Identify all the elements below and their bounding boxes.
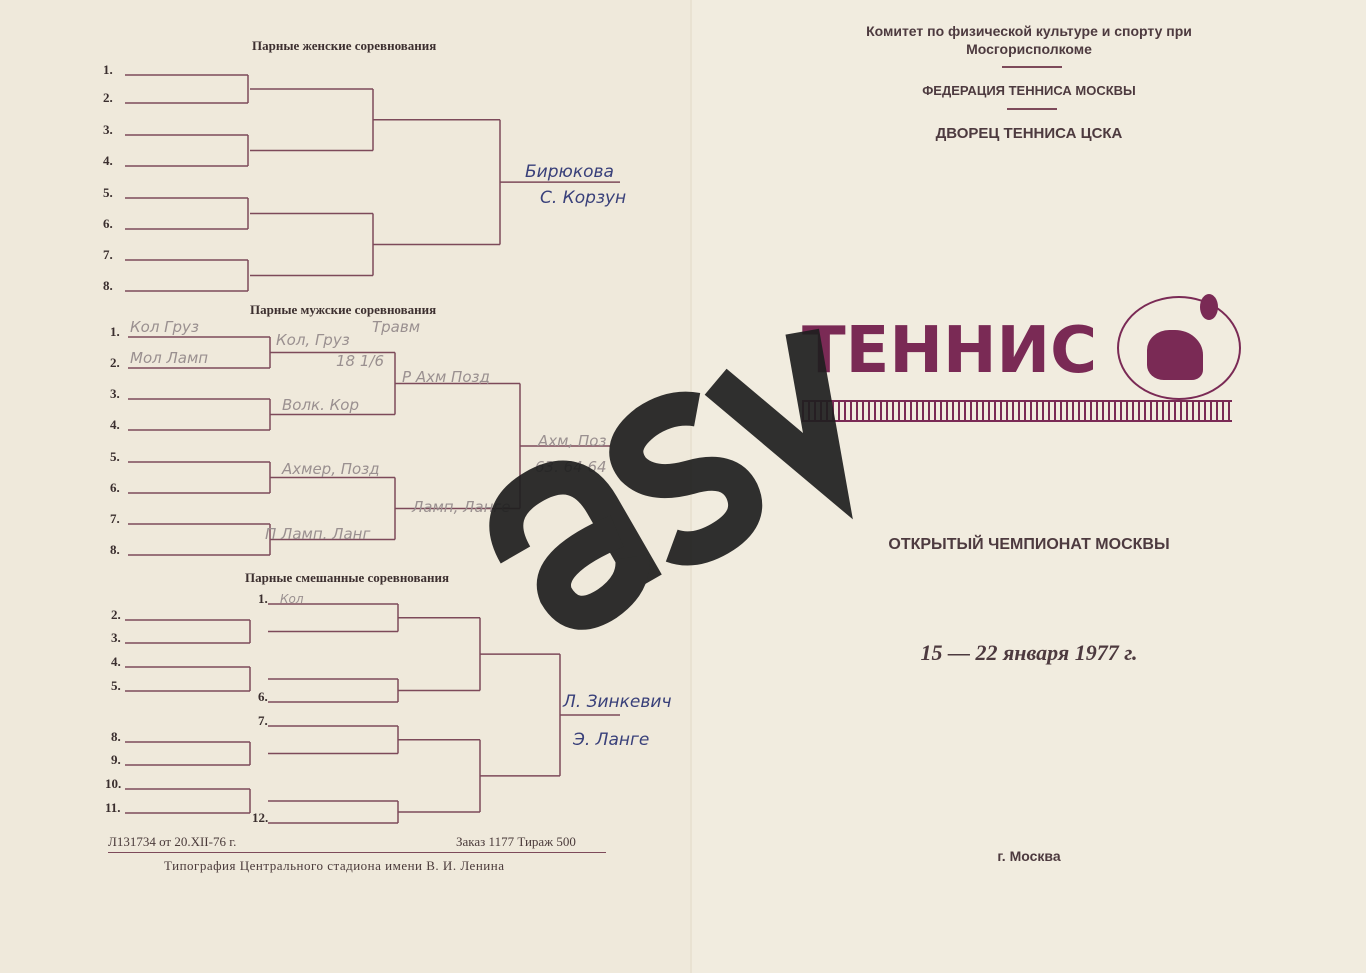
city: г. Москва — [997, 848, 1061, 864]
license-number: Л131734 от 20.XII-76 г. — [108, 834, 237, 849]
handwritten-note: Э. Ланге — [573, 730, 650, 750]
divider — [108, 852, 606, 853]
net-graphic — [802, 400, 1232, 422]
slot-number: 10. — [105, 776, 122, 791]
slot-number: 6. — [258, 689, 268, 704]
slot-number: 1. — [258, 591, 268, 606]
slot-number: 8. — [103, 278, 113, 293]
slot-number: 4. — [103, 153, 113, 168]
slot-number: 3. — [110, 386, 120, 401]
handwritten-note: Волк. Кор — [282, 396, 359, 414]
right-page: Комитет по физической культуре и спорту … — [692, 0, 1366, 973]
slot-number: 6. — [110, 480, 120, 495]
slot-number: 4. — [111, 654, 121, 669]
handwritten-note: Ахмер, Позд — [282, 460, 380, 478]
slot-number: 7. — [110, 511, 120, 526]
slot-number: 2. — [103, 90, 113, 105]
handwritten-note: 63. 64 64 — [535, 458, 607, 476]
bracket-lines — [125, 74, 620, 824]
federation-title: ФЕДЕРАЦИЯ ТЕННИСА МОСКВЫ — [922, 83, 1136, 98]
men-title: Парные мужские соревнования — [250, 302, 437, 317]
printer-info: Типография Центрального стадиона имени В… — [164, 858, 505, 873]
left-page: Парные женские соревнования Парные мужск… — [103, 38, 672, 873]
slot-number: 6. — [103, 216, 113, 231]
slot-number: 7. — [103, 247, 113, 262]
committee-title: Комитет по физической культуре и спорту … — [866, 23, 1192, 57]
slot-number: 2. — [110, 355, 120, 370]
event-dates: 15 — 22 января 1977 г. — [920, 640, 1138, 665]
handwritten-note: Кол, Груз — [276, 331, 350, 349]
handwritten-note: Ахм, Поз — [538, 432, 607, 450]
women-title: Парные женские соревнования — [252, 38, 437, 53]
player-emblem-icon — [1117, 296, 1241, 400]
event-title: ОТКРЫТЫЙ ЧЕМПИОНАТ МОСКВЫ — [888, 536, 1170, 553]
slot-number: 8. — [110, 542, 120, 557]
slot-number: 4. — [110, 417, 120, 432]
ornament-divider — [1002, 66, 1062, 68]
slot-number: 8. — [111, 729, 121, 744]
slot-number: 1. — [110, 324, 120, 339]
slot-number: 5. — [111, 678, 121, 693]
handwritten-note: Ламп, Ланге — [412, 498, 511, 516]
handwritten-note: Мол Ламп — [130, 349, 209, 367]
palace-title: ДВОРЕЦ ТЕННИСА ЦСКА — [935, 125, 1123, 142]
handwritten-note: Р Ахм Позд — [402, 368, 490, 386]
tennis-logo: ТЕННИС — [802, 290, 1252, 430]
racket-icon — [1200, 294, 1218, 320]
handwritten-note: Л. Зинкевич — [563, 692, 672, 712]
mixed-title: Парные смешанные соревнования — [245, 570, 450, 585]
handwritten-note: П Ламп. Ланг — [265, 525, 371, 543]
ornament-divider — [1007, 108, 1057, 110]
handwritten-note: 18 1/6 — [336, 352, 384, 370]
slot-number: 9. — [111, 752, 121, 767]
order-info: Заказ 1177 Тираж 500 — [456, 834, 576, 849]
handwritten-note: Кол — [280, 592, 304, 606]
slot-number: 5. — [110, 449, 120, 464]
slot-number: 2. — [111, 607, 121, 622]
slot-number: 3. — [111, 630, 121, 645]
slot-number: 1. — [103, 62, 113, 77]
slot-number: 7. — [258, 713, 268, 728]
player-figure-icon — [1147, 330, 1203, 380]
handwritten-note: С. Корзун — [540, 188, 627, 208]
slot-number: 5. — [103, 185, 113, 200]
slot-number: 11. — [105, 800, 121, 815]
slot-number: 3. — [103, 122, 113, 137]
handwritten-note: Бирюкова — [525, 162, 614, 182]
handwritten-note: Кол Груз — [130, 318, 199, 336]
logo-text: ТЕННИС — [802, 314, 1098, 388]
handwritten-note: Травм — [372, 318, 421, 336]
slot-number: 12. — [252, 810, 269, 825]
